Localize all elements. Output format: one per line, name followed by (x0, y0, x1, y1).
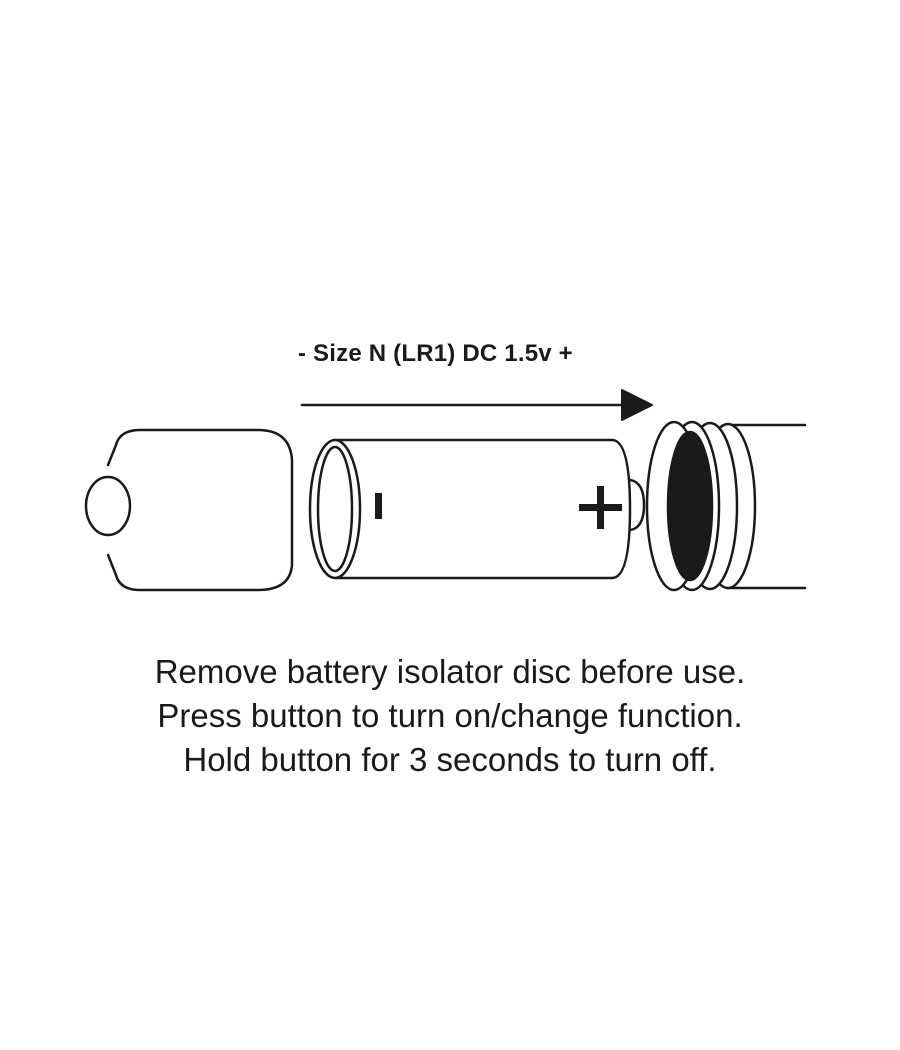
instructions: Remove battery isolator disc before use.… (0, 650, 900, 782)
body-cavity (666, 430, 714, 582)
battery-negative-end (308, 438, 362, 580)
end-cap-button (84, 475, 132, 537)
positive-symbol-vertical (597, 486, 604, 529)
instruction-line: Press button to turn on/change function. (157, 697, 743, 734)
insertion-direction-arrow (300, 389, 653, 421)
end-cap (84, 428, 294, 592)
battery-label: - Size N (LR1) DC 1.5v + (298, 340, 573, 367)
device-body-opening (645, 420, 807, 592)
battery-positive-terminal (628, 478, 646, 532)
negative-symbol (375, 493, 382, 519)
instruction-line: Remove battery isolator disc before use. (154, 653, 746, 690)
battery (308, 438, 646, 580)
instruction-line: Hold button for 3 seconds to turn off. (183, 741, 717, 778)
